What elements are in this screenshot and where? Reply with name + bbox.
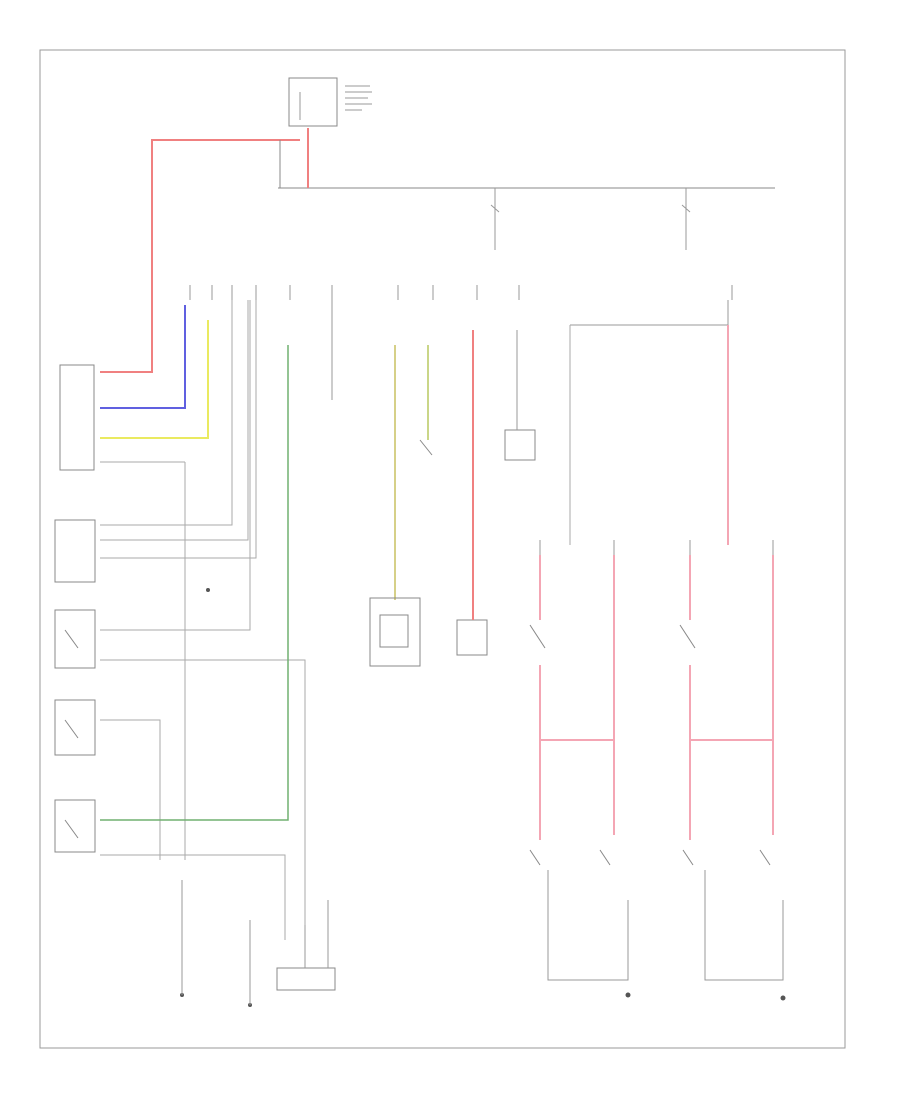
ground-icon <box>180 588 252 1007</box>
connector-pins <box>189 285 733 300</box>
switch-icon <box>529 624 771 866</box>
wires-gray-left <box>100 300 306 940</box>
switch-icon <box>456 619 488 656</box>
relay-icon <box>490 188 500 250</box>
relay-icon <box>681 188 691 250</box>
wire-blue <box>100 305 186 409</box>
wires-pink-right <box>539 555 774 840</box>
fuse-block-label <box>345 85 372 111</box>
switch-icon <box>419 439 433 456</box>
relay-icon <box>504 429 536 461</box>
ground-icon <box>625 992 786 1001</box>
connector-icon <box>59 364 95 471</box>
wires-bottom-center <box>181 300 333 1005</box>
connector-icon <box>276 967 336 991</box>
fuse-block-icon <box>288 77 338 127</box>
diagram-border <box>39 49 846 1049</box>
wires-ground-right <box>547 870 784 981</box>
relay-icon <box>369 597 421 667</box>
connector-pins <box>539 540 774 555</box>
switch-icon <box>54 519 96 853</box>
wire-gray-branch <box>570 300 729 326</box>
relay-icon <box>379 614 409 648</box>
wire-green <box>100 345 289 821</box>
wire-yellow <box>100 320 209 439</box>
wire-red-power <box>100 139 300 373</box>
